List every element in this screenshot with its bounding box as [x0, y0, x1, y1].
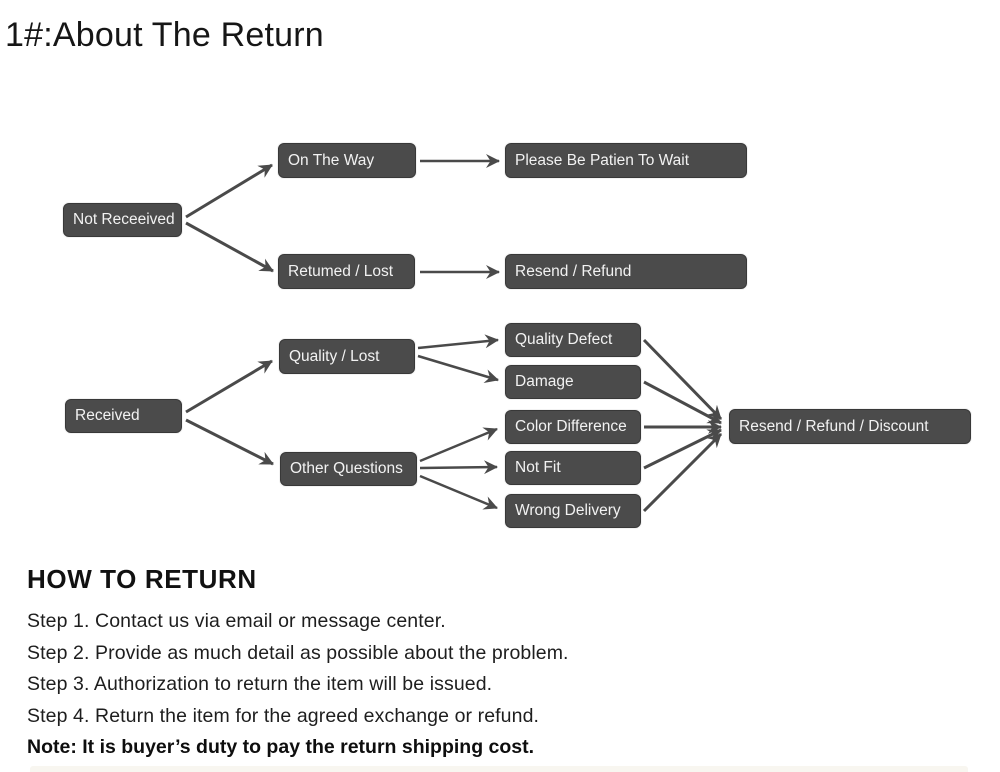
arrow-received-to-quality-lost — [185, 359, 273, 414]
arrow-quality-lost-to-quality-defect — [417, 334, 499, 350]
how-to-return-heading: HOW TO RETURN — [27, 564, 257, 594]
flow-node-color-difference: Color Difference — [505, 410, 641, 444]
how-to-return-section: HOW TO RETURN Step 1. Contact us via ema… — [27, 564, 569, 764]
flow-node-received: Received — [65, 399, 182, 433]
flow-node-wrong-delivery: Wrong Delivery — [505, 494, 641, 528]
arrow-quality-lost-to-damage — [417, 354, 499, 383]
flow-node-other-questions: Other Questions — [280, 452, 417, 486]
flow-node-quality-lost: Quality / Lost — [279, 339, 415, 374]
arrow-not-received-to-returned-lost — [185, 221, 274, 273]
flow-node-resend-refund: Resend / Refund — [505, 254, 747, 289]
flow-node-returned-lost: Retumed / Lost — [278, 254, 415, 289]
page-title: 1#:About The Return — [5, 16, 324, 54]
flow-node-damage: Damage — [505, 365, 641, 399]
arrow-other-questions-to-color-difference — [419, 427, 498, 463]
flow-node-resend-refund-discount: Resend / Refund / Discount — [729, 409, 971, 444]
bottom-partial-banner — [30, 766, 968, 772]
arrow-received-to-other-questions — [185, 418, 274, 466]
flow-node-quality-defect: Quality Defect — [505, 323, 641, 357]
return-step-1: Step 1. Contact us via email or message … — [27, 610, 446, 632]
return-step-2: Step 2. Provide as much detail as possib… — [27, 641, 569, 664]
return-step-4: Step 4. Return the item for the agreed e… — [27, 704, 540, 727]
return-step-3: Step 3. Authorization to return the item… — [27, 673, 493, 696]
flow-node-on-the-way: On The Way — [278, 143, 416, 178]
arrow-damage-to-resend-discount — [643, 380, 722, 425]
arrow-not-fit-to-resend-discount — [643, 428, 722, 470]
arrow-other-questions-to-not-fit — [419, 460, 498, 475]
arrow-other-questions-to-wrong-delivery — [419, 474, 498, 510]
flow-node-not-received: Not Receeived — [63, 203, 182, 237]
arrow-quality-defect-to-resend-discount — [642, 338, 723, 421]
arrow-wrong-delivery-to-resend-discount — [642, 432, 723, 513]
arrow-not-received-to-on-the-way — [185, 163, 273, 219]
return-note: Note: It is buyer’s duty to pay the retu… — [27, 736, 535, 759]
flow-node-not-fit: Not Fit — [505, 451, 641, 485]
flow-node-please-be-patient: Please Be Patien To Wait — [505, 143, 747, 178]
